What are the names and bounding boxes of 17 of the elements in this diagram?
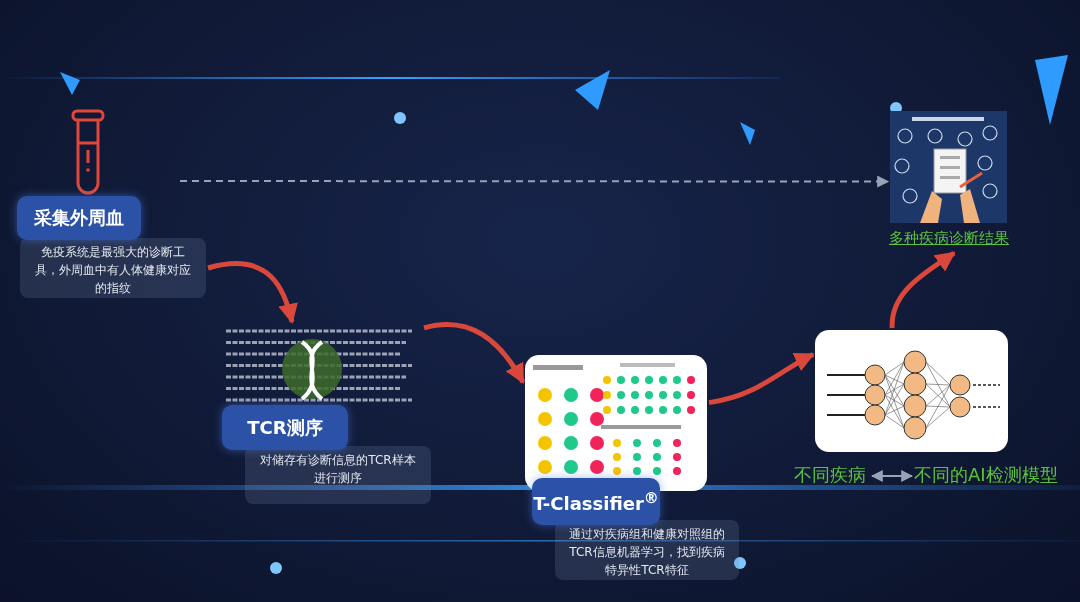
model-label: 不同的AI检测模型 bbox=[914, 463, 1058, 489]
curved-arrow bbox=[423, 322, 526, 384]
arrow bbox=[870, 470, 914, 482]
step-title: 采集外周血 bbox=[17, 196, 141, 240]
arrow bbox=[179, 175, 890, 188]
disease-label: 不同疾病 bbox=[794, 463, 870, 489]
step-title: TCR测序 bbox=[222, 405, 348, 450]
curved-arrow bbox=[889, 250, 956, 329]
curved-arrow bbox=[708, 352, 815, 406]
model-diagram-drawing bbox=[525, 355, 707, 491]
curved-arrow bbox=[207, 261, 298, 324]
step-description: 通过对疾病组和健康对照组的TCR信息机器学习，找到疾病特异性TCR特征 bbox=[555, 520, 739, 580]
step-description: 对储存有诊断信息的TCR样本进行测序 bbox=[245, 446, 431, 504]
medical-diagnosis-drawing bbox=[890, 111, 1007, 223]
step-description: 免疫系统是最强大的诊断工具，外周血中有人体健康对应的指纹 bbox=[20, 238, 206, 298]
neural-network-drawing bbox=[815, 330, 1008, 452]
step-title: T-Classifier$^{®}$ bbox=[532, 478, 660, 525]
